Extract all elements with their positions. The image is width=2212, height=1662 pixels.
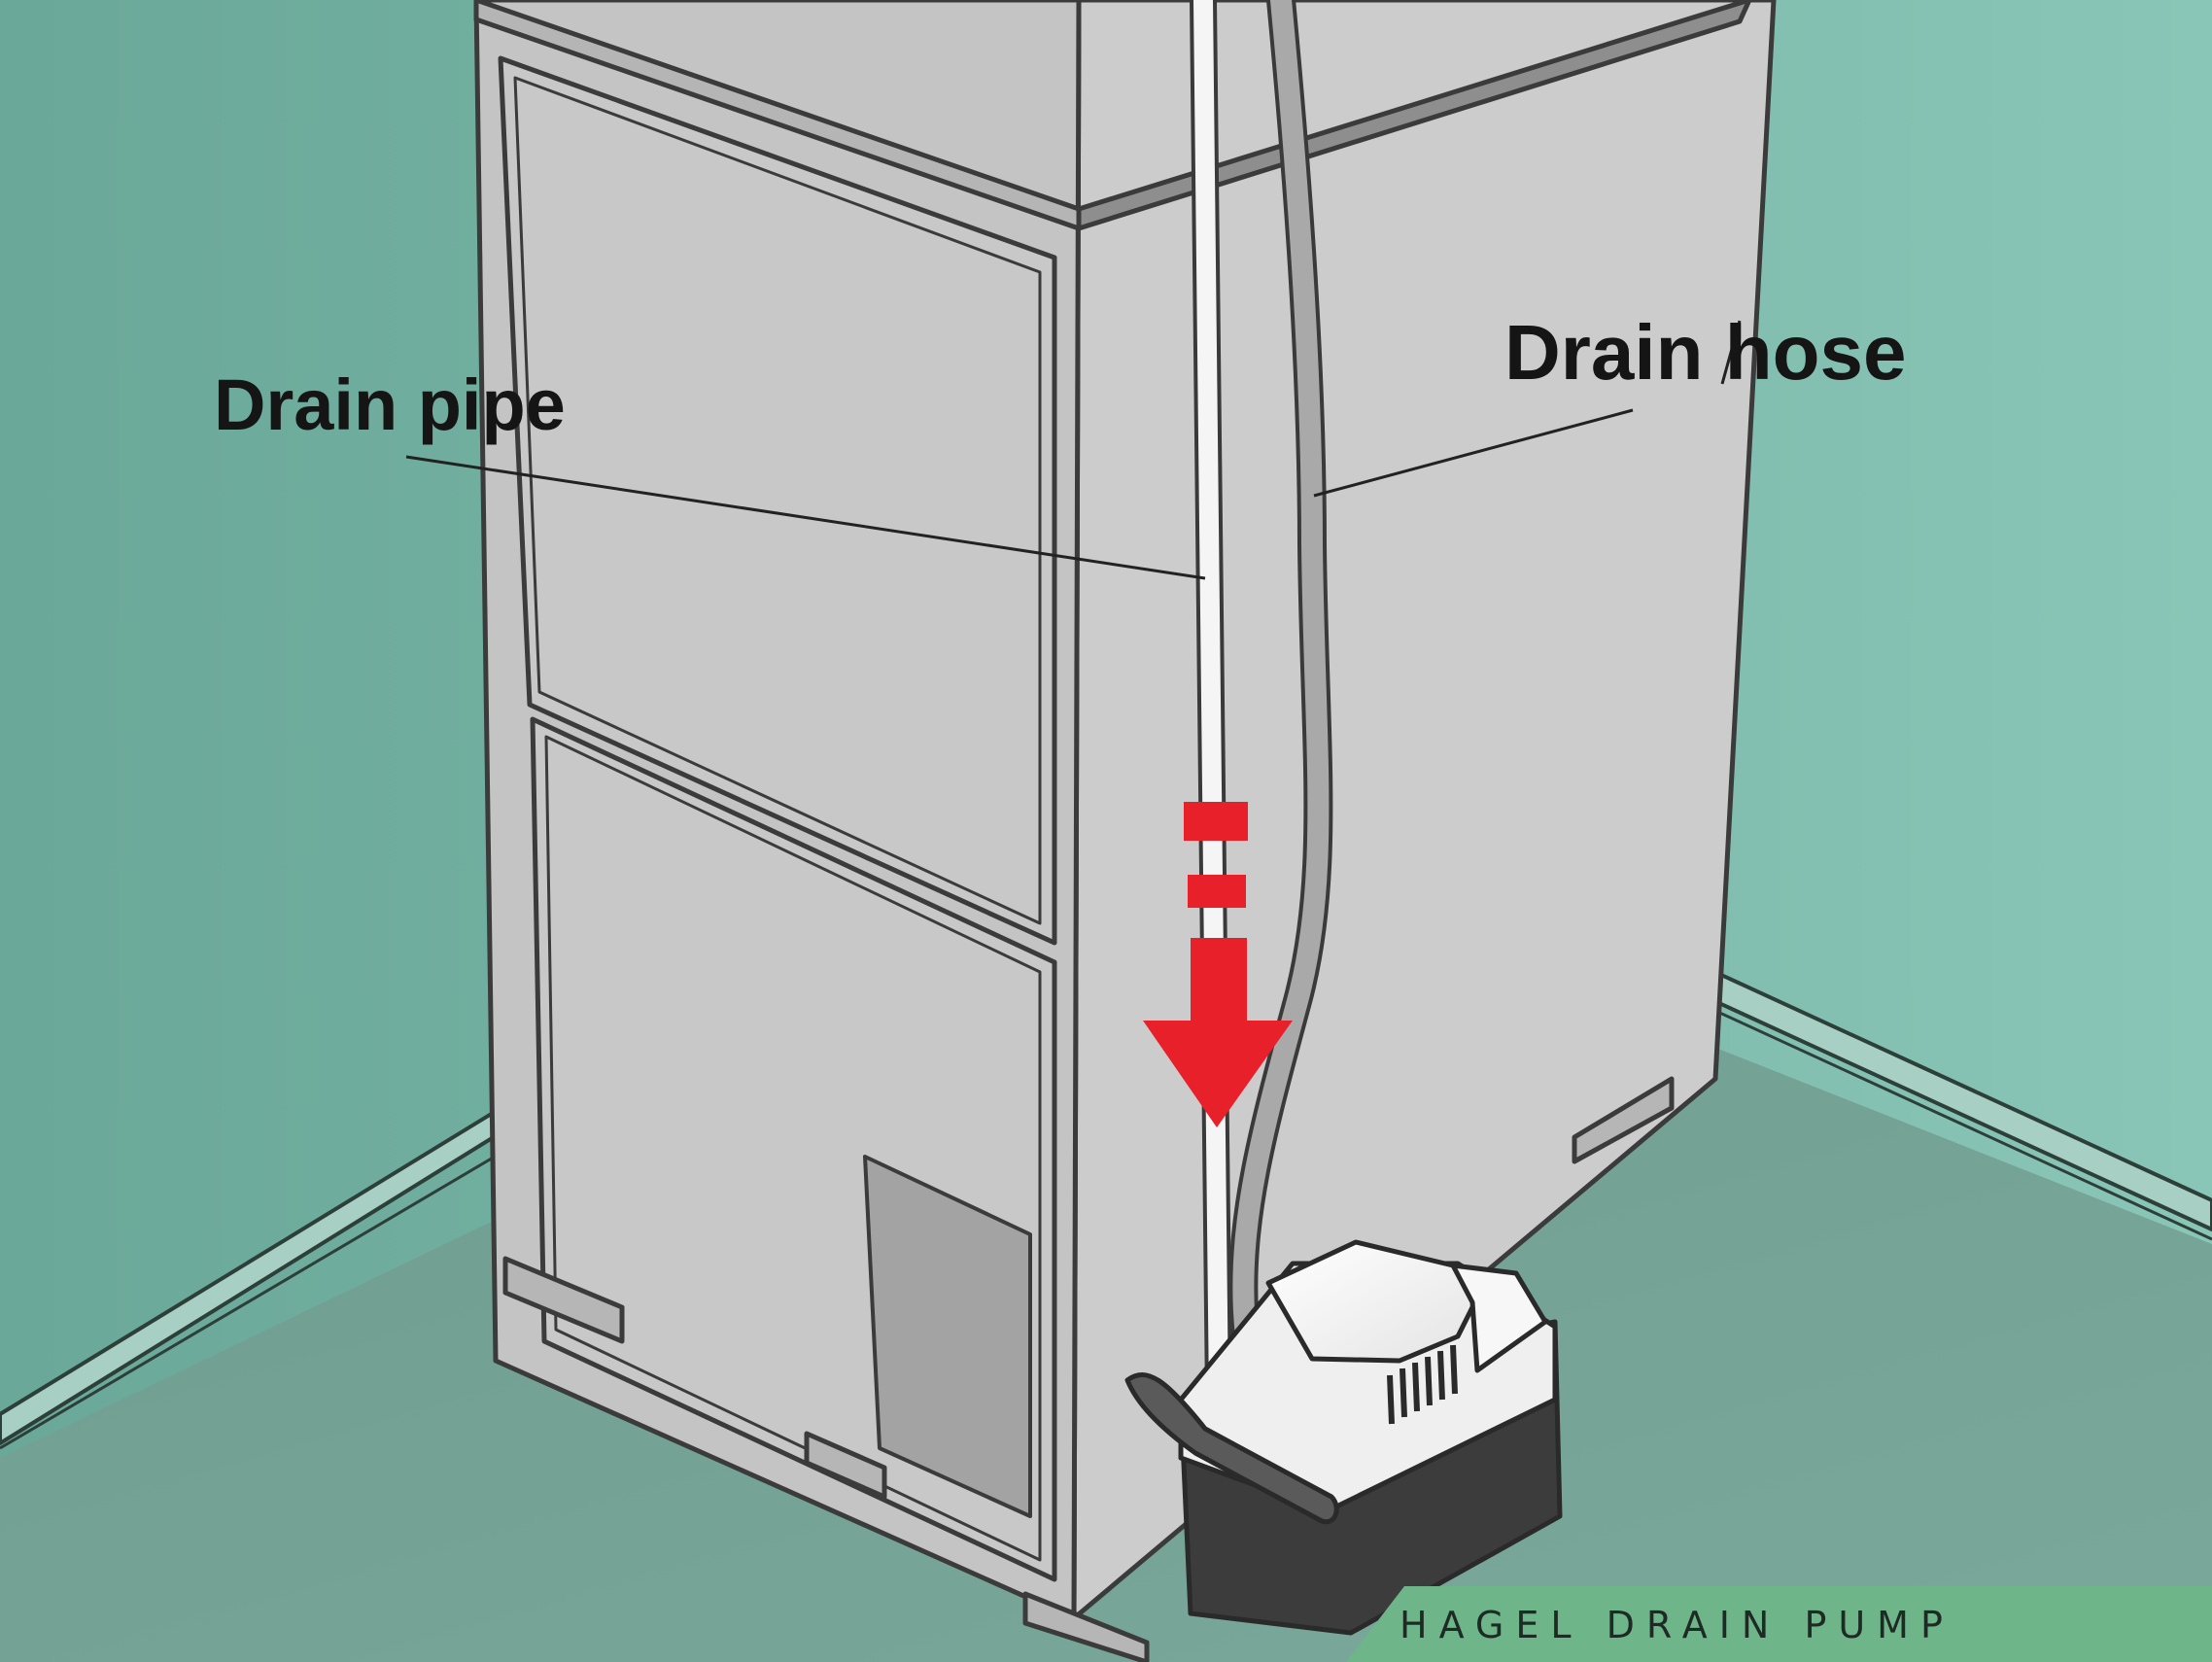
arrow-down-icon (1143, 802, 1293, 1127)
leader-lines (405, 320, 1742, 580)
watermark-band (1346, 1586, 2212, 1662)
furnace-unit (473, 0, 1777, 1662)
unit-foot (502, 1256, 625, 1344)
watermark-text: HAGEL DRAIN PUMP (1400, 1604, 1954, 1646)
drain-hose-label: Drain hose (1504, 309, 1906, 396)
pump-motor-housing (1450, 1263, 1548, 1373)
pump-lid (1265, 1239, 1480, 1364)
drain-pipe (1190, 0, 1233, 1501)
upper-panel (498, 55, 1057, 946)
access-vent (863, 1155, 1032, 1518)
pump-outlet-elbow (1124, 1372, 1339, 1525)
drain-pipe-label: Drain pipe (214, 364, 566, 445)
drain-hose-leader (1313, 408, 1634, 498)
pump-vent-slots (1387, 1344, 1458, 1425)
condensate-pump (1124, 1239, 1563, 1636)
watermark: HAGEL DRAIN PUMP (1346, 1586, 2212, 1662)
drain-pipe-leader (405, 455, 1206, 580)
